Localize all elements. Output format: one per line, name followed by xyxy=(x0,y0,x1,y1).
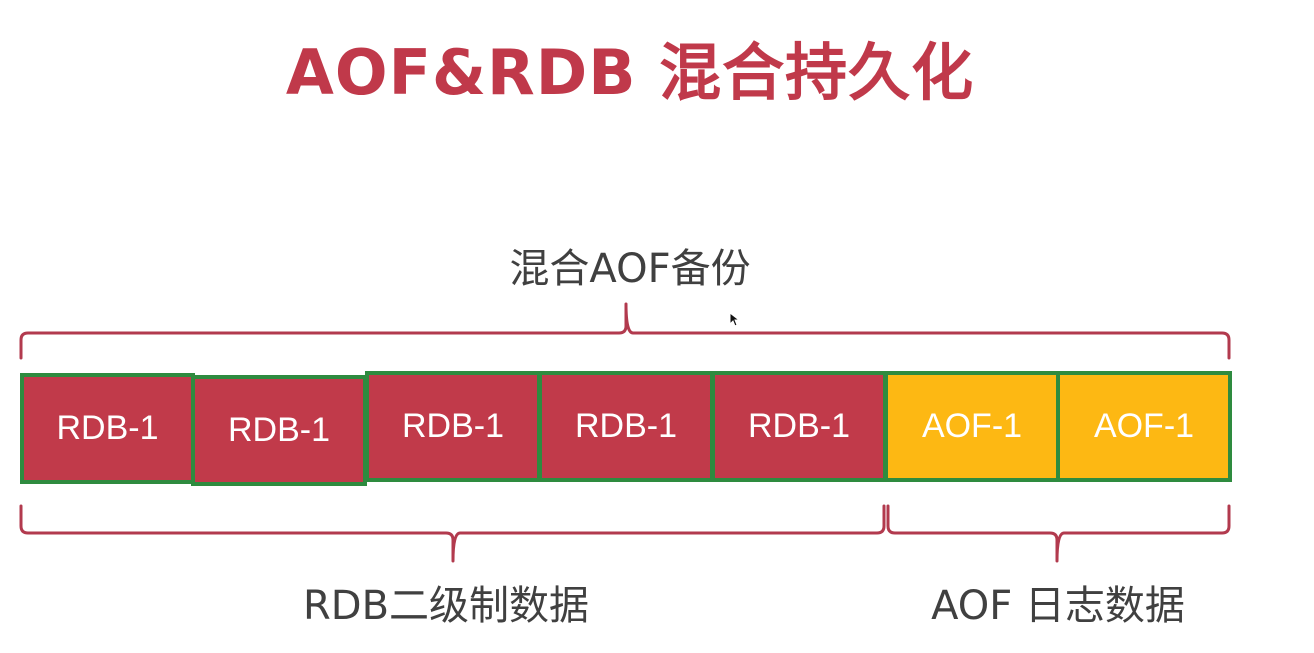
page-title: AOF&RDB 混合持久化 xyxy=(285,36,975,109)
rdb-block-5: RDB-1 xyxy=(711,371,887,482)
rdb-block-1: RDB-1 xyxy=(20,373,195,484)
mouse-cursor-icon xyxy=(729,312,741,327)
rdb-block-4: RDB-1 xyxy=(538,371,714,482)
rdb-binary-data-label: RDB二级制数据 xyxy=(302,583,590,629)
aof-log-data-label: AOF 日志数据 xyxy=(931,583,1185,629)
rdb-brace xyxy=(19,504,886,563)
aof-block-2: AOF-1 xyxy=(1056,371,1232,482)
mixed-aof-backup-label: 混合AOF备份 xyxy=(509,246,751,292)
aof-block-1: AOF-1 xyxy=(884,371,1060,482)
rdb-block-2: RDB-1 xyxy=(191,375,367,486)
rdb-block-3: RDB-1 xyxy=(365,371,541,482)
top-brace xyxy=(19,302,1231,360)
aof-brace xyxy=(886,504,1231,563)
